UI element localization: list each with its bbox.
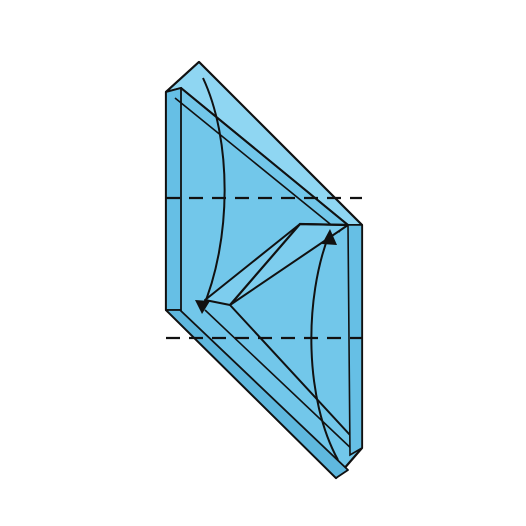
right-edge-strip [348,225,362,455]
